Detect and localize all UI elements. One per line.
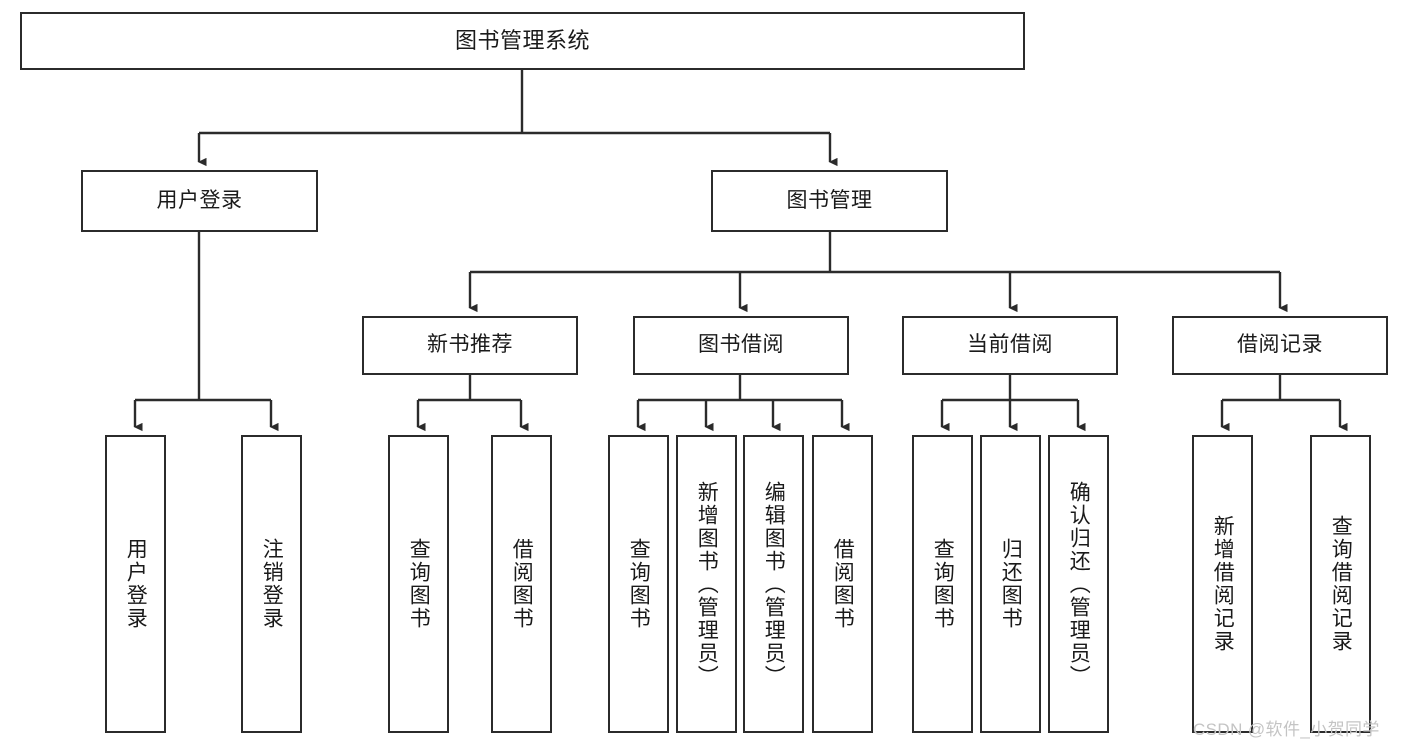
csdn-watermark: CSDN @软件_小贺同学 [1193, 720, 1380, 739]
node-label: 新书推荐 [427, 333, 513, 357]
node-label: 借阅图书 [510, 538, 534, 630]
leaf-borrow-record-query[interactable]: 查询借阅记录 [1310, 435, 1371, 733]
node-label: 用户登录 [156, 188, 243, 212]
leaf-user-login-logout[interactable]: 注销登录 [241, 435, 302, 733]
leaf-user-login-login[interactable]: 用户登录 [105, 435, 166, 733]
leaf-borrow-record-add[interactable]: 新增借阅记录 [1192, 435, 1253, 733]
node-label: 注销登录 [260, 538, 284, 630]
node-label: 新增图书（管理员） [695, 480, 719, 688]
leaf-book-borrow-query[interactable]: 查询图书 [608, 435, 669, 733]
leaf-current-borrow-query[interactable]: 查询图书 [912, 435, 973, 733]
leaf-current-borrow-return[interactable]: 归还图书 [980, 435, 1041, 733]
node-user-login[interactable]: 用户登录 [81, 170, 318, 232]
node-label: 借阅图书 [831, 538, 855, 630]
leaf-new-book-borrow[interactable]: 借阅图书 [491, 435, 552, 733]
node-label: 用户登录 [124, 538, 148, 630]
node-label: 归还图书 [999, 538, 1023, 630]
node-label: 新增借阅记录 [1211, 515, 1235, 653]
node-borrow-record[interactable]: 借阅记录 [1172, 316, 1388, 375]
node-label: 查询图书 [627, 538, 651, 630]
leaf-book-borrow-add-admin[interactable]: 新增图书（管理员） [676, 435, 737, 733]
node-label: 图书管理系统 [454, 28, 590, 54]
leaf-new-book-query[interactable]: 查询图书 [388, 435, 449, 733]
node-new-book-recommend[interactable]: 新书推荐 [362, 316, 578, 375]
node-label: 查询图书 [931, 538, 955, 630]
node-label: 查询图书 [407, 538, 431, 630]
leaf-current-borrow-confirm-admin[interactable]: 确认归还（管理员） [1048, 435, 1109, 733]
node-label: 当前借阅 [967, 333, 1053, 357]
node-current-borrow[interactable]: 当前借阅 [902, 316, 1118, 375]
node-book-borrow[interactable]: 图书借阅 [633, 316, 849, 375]
node-label: 查询借阅记录 [1329, 515, 1353, 653]
node-root-system[interactable]: 图书管理系统 [20, 12, 1025, 70]
leaf-book-borrow-borrow[interactable]: 借阅图书 [812, 435, 873, 733]
node-label: 借阅记录 [1237, 333, 1323, 357]
leaf-book-borrow-edit-admin[interactable]: 编辑图书（管理员） [743, 435, 804, 733]
node-book-management[interactable]: 图书管理 [711, 170, 948, 232]
node-label: 图书借阅 [698, 333, 784, 357]
node-label: 图书管理 [786, 188, 873, 212]
node-label: 确认归还（管理员） [1067, 480, 1091, 688]
node-label: 编辑图书（管理员） [762, 480, 786, 688]
